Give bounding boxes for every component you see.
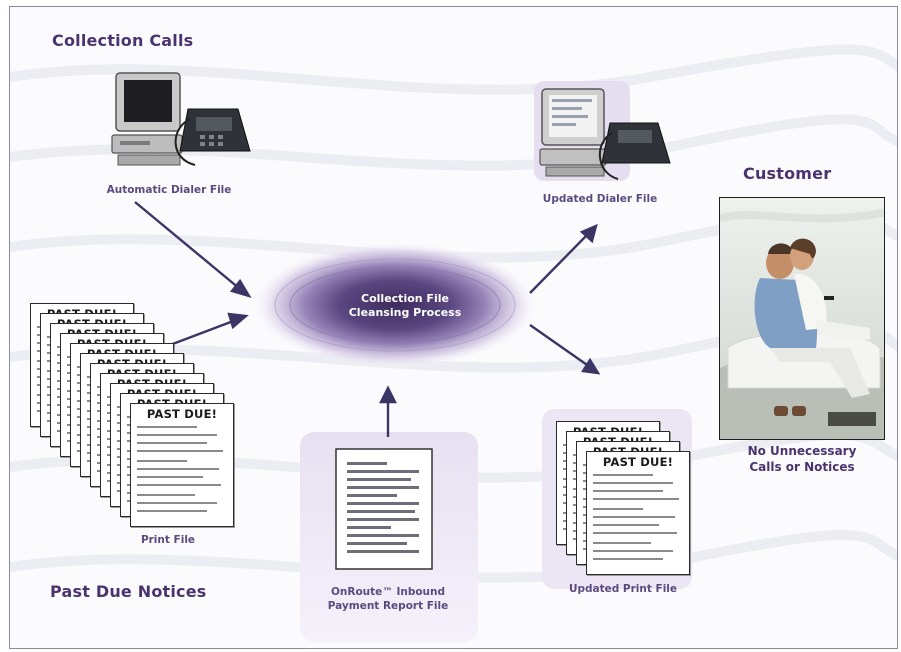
notice-text-line: [593, 508, 643, 510]
payment-report-caption-line2: Payment Report File: [327, 600, 449, 612]
arrow-process-to-dialer: [529, 233, 589, 294]
notice-text-line: [137, 468, 219, 470]
notice-text-line: [593, 482, 673, 484]
notice-text-line: [137, 434, 217, 436]
arrowhead: [579, 223, 598, 244]
diagram-frame: Collection Calls Past Due Notices Custom…: [9, 6, 898, 649]
notice-text-line: [593, 524, 659, 526]
updated-dialer-file-caption: Updated Dialer File: [542, 193, 658, 205]
notice-title: PAST DUE!: [146, 407, 218, 421]
process-label-line2: Cleansing Process: [348, 306, 462, 319]
notice-text-line: [593, 550, 673, 552]
notice-text-line: [137, 426, 197, 428]
collection-calls-heading: Collection Calls: [52, 31, 194, 50]
customer-couple-image: [720, 198, 884, 439]
no-unnecessary-line1: No Unnecessary: [747, 444, 857, 458]
no-unnecessary-calls-caption: No Unnecessary Calls or Notices: [718, 443, 886, 475]
arrow-dialer-to-process: [134, 201, 241, 290]
notice-title: PAST DUE!: [602, 455, 674, 469]
no-unnecessary-line2: Calls or Notices: [749, 460, 855, 474]
automatic-dialer-computer-icon: [111, 72, 251, 166]
notice-text-line: [137, 494, 195, 496]
arrow-process-to-print: [529, 324, 591, 368]
payment-report-caption: OnRoute™ Inbound Payment Report File: [298, 585, 478, 613]
past-due-notice: PAST DUE!: [586, 451, 690, 575]
past-due-notices-heading: Past Due Notices: [50, 582, 207, 601]
arrow-print-to-process: [169, 318, 237, 347]
updated-print-file-caption: Updated Print File: [568, 583, 678, 595]
arrowhead: [379, 385, 397, 404]
notice-text-line: [137, 510, 207, 512]
notice-text-line: [593, 542, 651, 544]
notice-text-line: [593, 498, 679, 500]
process-label-line1: Collection File: [361, 292, 449, 305]
notice-text-line: [137, 460, 187, 462]
payment-report-caption-line1: OnRoute™ Inbound: [330, 586, 446, 598]
ellipse-outer-ring: [274, 258, 516, 352]
notice-text-line: [593, 474, 653, 476]
past-due-notice: PAST DUE!: [130, 403, 234, 527]
automatic-dialer-file-caption: Automatic Dialer File: [106, 184, 232, 196]
notice-text-line: [593, 532, 677, 534]
arrowhead: [580, 357, 601, 375]
notice-text-line: [137, 484, 221, 486]
cleansing-process-ellipse: [250, 241, 540, 369]
ellipse-inner-ring: [289, 266, 501, 344]
notice-text-line: [137, 450, 223, 452]
notice-text-line: [593, 516, 675, 518]
notice-text-line: [137, 442, 207, 444]
arrowhead: [229, 278, 252, 299]
customer-heading: Customer: [743, 164, 832, 183]
cleansing-process-label: Collection File Cleansing Process: [300, 292, 510, 320]
print-file-caption: Print File: [140, 534, 196, 546]
customer-photo: [719, 197, 885, 440]
notice-text-line: [137, 502, 217, 504]
updated-dialer-computer-icon: [539, 88, 671, 180]
notice-text-line: [593, 558, 663, 560]
notice-text-line: [137, 476, 203, 478]
payment-report-document-icon: [335, 448, 433, 570]
notice-text-line: [593, 490, 663, 492]
arrowhead: [227, 312, 249, 330]
